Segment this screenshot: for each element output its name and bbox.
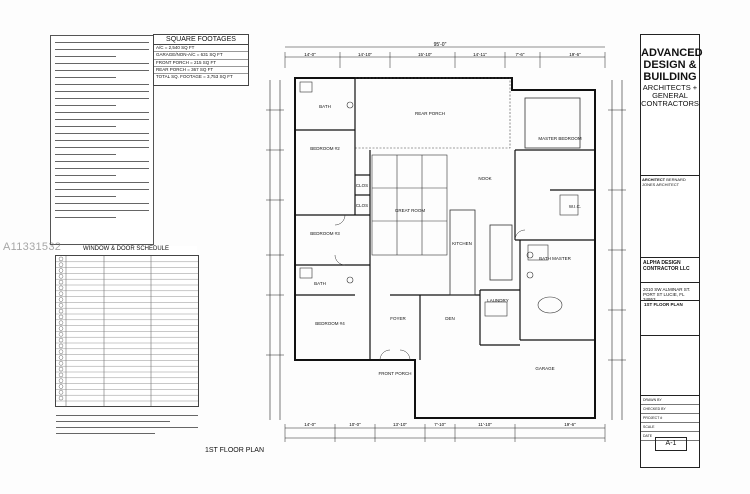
dim-top-4: 7'-6" bbox=[516, 52, 525, 57]
room-bedroom-2: BEDROOM #2 bbox=[310, 146, 340, 151]
contractor-name: ALPHA DESIGN CONTRACTOR LLC bbox=[641, 257, 699, 283]
dim-bottom-1: 10'-0" bbox=[349, 422, 361, 427]
revisions-box bbox=[641, 335, 699, 396]
meta-date: DATE bbox=[641, 432, 699, 441]
square-footage-table: SQUARE FOOTAGES A/C = 2,540 SQ FT GARAGE… bbox=[153, 34, 249, 86]
meta-drawn-by: DRAWN BY bbox=[641, 396, 699, 405]
sqft-row-rear-porch: REAR PORCH = 367 SQ FT bbox=[154, 67, 248, 75]
dim-bottom-0: 14'-0" bbox=[304, 422, 316, 427]
schedule-notes bbox=[56, 410, 198, 440]
dim-top-1: 14'-10" bbox=[358, 52, 372, 57]
room-walk-in-closet: W.I.C. bbox=[569, 204, 581, 209]
dim-bottom-5: 19'-6" bbox=[564, 422, 576, 427]
dim-bottom-3: 7'-10" bbox=[434, 422, 446, 427]
dim-bottom-2: 13'-10" bbox=[393, 422, 407, 427]
title-block: ADVANCED DESIGN & BUILDING ARCHITECTS + … bbox=[640, 34, 703, 468]
schedule-grid bbox=[56, 256, 198, 406]
sqft-row-garage: GARAGE/NON-A/C = 631 SQ FT bbox=[154, 52, 248, 60]
room-rear-porch: REAR PORCH bbox=[415, 111, 445, 116]
room-front-porch: FRONT PORCH bbox=[379, 371, 412, 376]
sheet-number: A-1 bbox=[655, 437, 687, 451]
project-address: 2010 SW ALMINAR ST. PORT ST LUCIE, FL 34… bbox=[643, 287, 691, 302]
meta-project-no: PROJECT # bbox=[641, 414, 699, 423]
sqft-row-total: TOTAL SQ. FOOTAGE = 3,753 SQ FT bbox=[156, 74, 233, 80]
room-garage: GARAGE bbox=[535, 366, 554, 371]
room-nook: NOOK bbox=[478, 176, 491, 181]
room-bath-master: BATH MASTER bbox=[539, 256, 571, 261]
sqft-row-front-porch: FRONT PORCH = 215 SQ FT bbox=[154, 60, 248, 67]
dim-top-0: 14'-0" bbox=[304, 52, 316, 57]
room-den: DEN bbox=[445, 316, 455, 321]
general-notes-block bbox=[50, 35, 154, 245]
floor-plan: 95'-0" 14'-0" 14'-10" 15'-10" 14'-11" 7'… bbox=[266, 42, 626, 442]
architect-label: ARCHITECT bbox=[642, 177, 666, 182]
architect-box: ARCHITECT BERNARD JONES ARCHITECT bbox=[641, 175, 699, 228]
square-footage-title: SQUARE FOOTAGES bbox=[154, 35, 248, 45]
plan-caption: 1ST FLOOR PLAN bbox=[205, 447, 265, 454]
listing-watermark: A11331532 bbox=[3, 241, 62, 253]
architect-name: BERNARD JONES ARCHITECT bbox=[642, 177, 686, 187]
sheet-title: 1ST FLOOR PLAN bbox=[641, 300, 699, 318]
dim-bottom-4: 11'-10" bbox=[478, 422, 492, 427]
dim-overall: 95'-0" bbox=[434, 42, 447, 48]
room-master-bedroom: MASTER BEDROOM bbox=[538, 136, 582, 141]
schedule-table bbox=[55, 255, 199, 407]
meta-checked-by: CHECKED BY bbox=[641, 405, 699, 414]
meta-scale: SCALE bbox=[641, 423, 699, 432]
firm-name: ADVANCED DESIGN & BUILDING bbox=[641, 47, 703, 83]
room-bedroom-4: BEDROOM #4 bbox=[315, 321, 345, 326]
room-bedroom-3: BEDROOM #3 bbox=[310, 231, 340, 236]
dim-top-3: 14'-11" bbox=[473, 52, 487, 57]
room-closet-2: CLOS bbox=[356, 203, 368, 208]
firm-subtitle: ARCHITECTS + GENERAL CONTRACTORS bbox=[641, 83, 699, 108]
room-laundry: LAUNDRY bbox=[487, 298, 508, 303]
room-closet-1: CLOS bbox=[356, 183, 368, 188]
dim-top-5: 19'-6" bbox=[569, 52, 581, 57]
dim-top-2: 15'-10" bbox=[418, 52, 432, 57]
room-great-room: GREAT ROOM bbox=[395, 208, 426, 213]
schedule-title: WINDOW & DOOR SCHEDULE bbox=[82, 246, 169, 252]
room-bath-2: BATH bbox=[314, 281, 326, 286]
room-foyer: FOYER bbox=[390, 316, 406, 321]
room-kitchen: KITCHEN bbox=[452, 241, 472, 246]
window-door-schedule: WINDOW & DOOR SCHEDULE bbox=[55, 246, 199, 407]
sheet-meta: DRAWN BY CHECKED BY PROJECT # SCALE DATE bbox=[641, 395, 699, 446]
room-bath: BATH bbox=[319, 104, 331, 109]
sqft-row-ac: A/C = 2,540 SQ FT bbox=[154, 45, 248, 53]
